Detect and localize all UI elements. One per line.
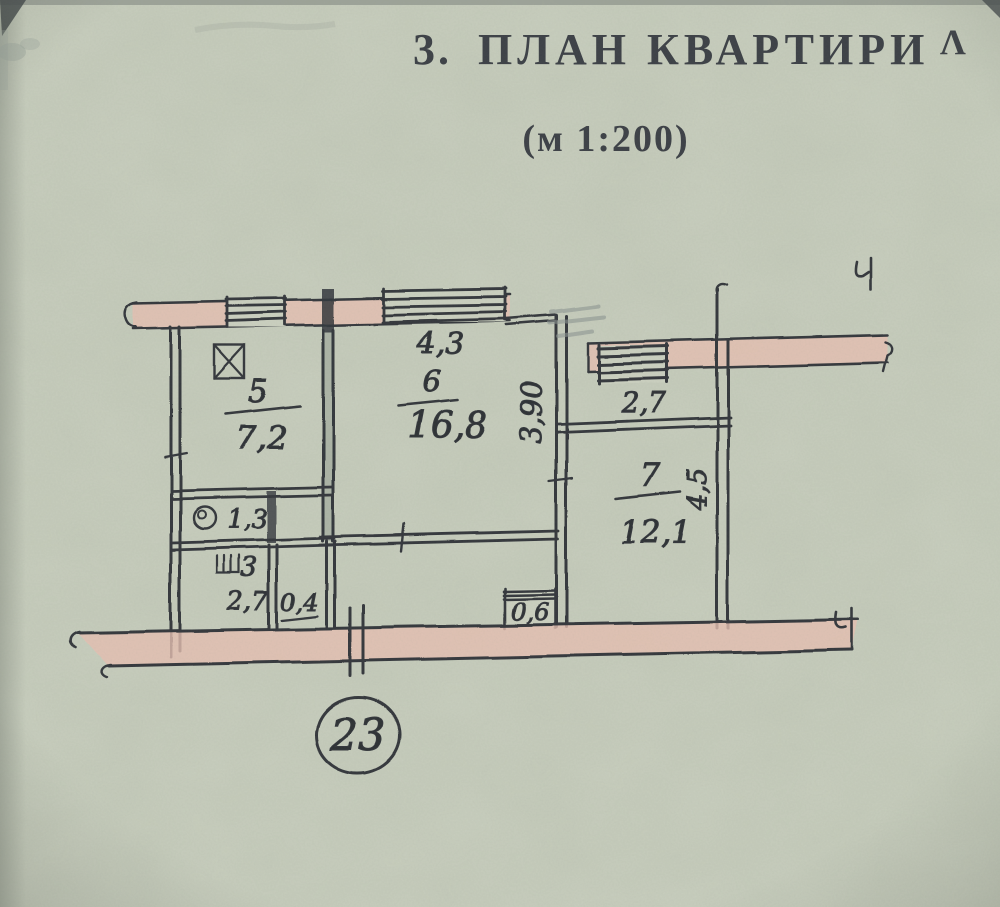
floor-plan-canvas: 3. ПЛАН КВАРТИРИ Λ (м 1:200) — [0, 0, 1000, 907]
scanned-page: 3. ПЛАН КВАРТИРИ Λ (м 1:200) — [0, 0, 1000, 907]
scan-overlays — [0, 0, 1000, 907]
